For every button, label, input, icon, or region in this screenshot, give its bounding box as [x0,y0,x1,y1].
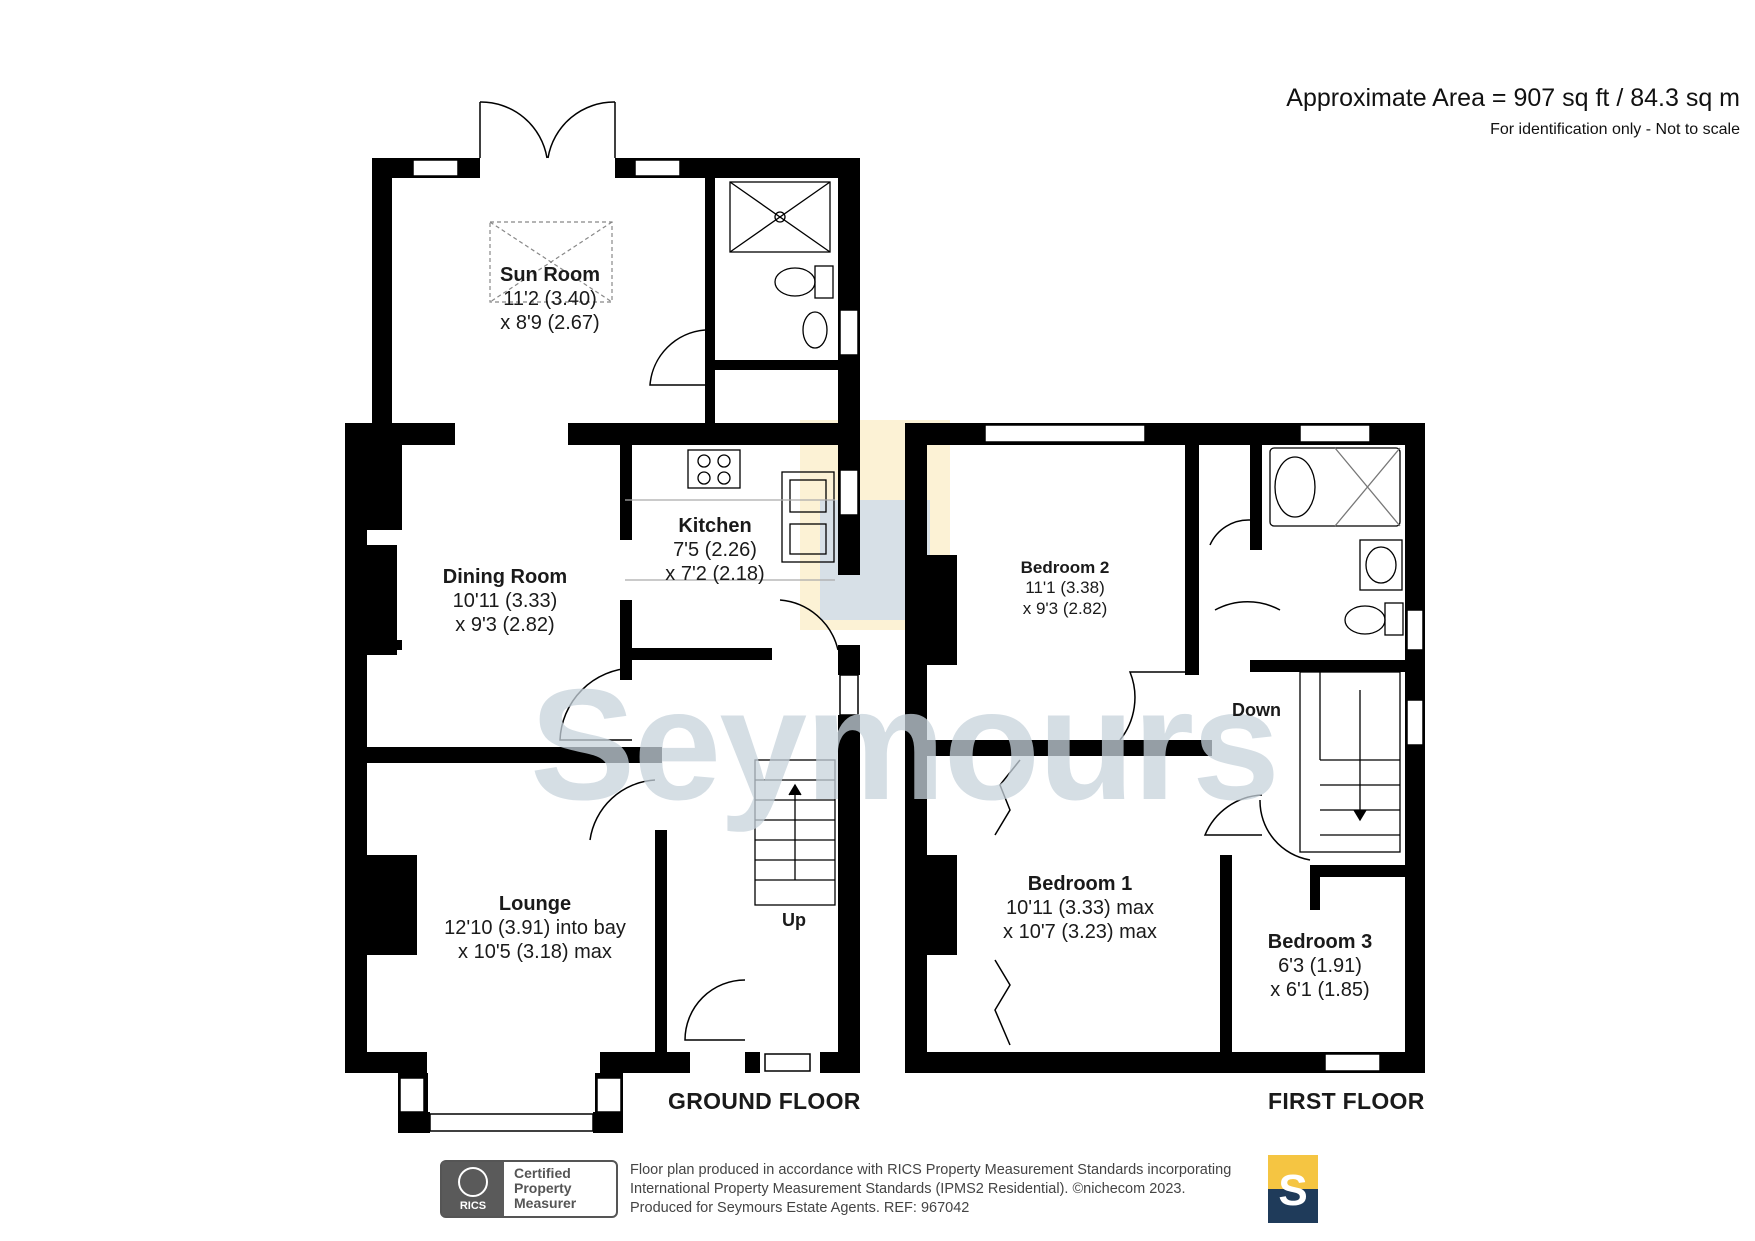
room-name: Lounge [498,893,572,915]
room-dim: 10'11 (3.33) [452,590,558,612]
watermark-text: Seymours [530,657,1280,833]
room-dim: 10'11 (3.33) max [1006,897,1154,919]
room-name: Bedroom 3 [1267,931,1373,953]
footer-text: Floor plan produced in accordance with R… [630,1161,1231,1218]
room-dim: 11'2 (3.40) [503,288,597,310]
ground-floor-windows [399,159,859,1132]
rics-badge-line: Property [514,1180,572,1196]
svg-text:S: S [1278,1166,1307,1215]
rics-badge-line: Certified [514,1165,571,1181]
rics-logo: RICS [442,1162,504,1216]
ground-stairs [754,759,836,906]
first-stairs [1299,671,1401,853]
stairs-up-label: Up [782,910,806,930]
room-bedroom-1: Bedroom 1 10'11 (3.33) max x 10'7 (3.23)… [980,872,1180,944]
room-bedroom-2: Bedroom 2 11'1 (3.38) x 9'3 (2.82) [990,558,1140,619]
footer-line: International Property Measurement Stand… [630,1181,1186,1197]
kitchen-fixtures [625,449,835,581]
room-dim: x 8'9 (2.67) [500,312,600,334]
room-kitchen: Kitchen 7'5 (2.26) x 7'2 (2.18) [645,514,785,586]
room-dim: x 10'7 (3.23) max [1003,921,1157,943]
room-name: Sun Room [500,264,600,286]
room-name: Kitchen [678,515,752,537]
roof-light [489,221,613,303]
ground-bathroom-fixtures [729,181,834,349]
room-dim: x 9'3 (2.82) [455,614,555,636]
room-dim: 12'10 (3.91) into bay [444,917,626,939]
rics-badge-line: Measurer [514,1195,577,1211]
area-title: Approximate Area = 907 sq ft / 84.3 sq m [1286,84,1740,112]
first-floor-windows [984,424,1424,1072]
first-floor-doors [994,519,1311,1046]
room-dim: x 6'1 (1.85) [1270,979,1370,1001]
ground-floor-walls [345,158,860,1133]
room-dim: 7'5 (2.26) [673,539,757,561]
room-dim: 11'1 (3.38) [1025,578,1105,598]
room-name: Bedroom 2 [1020,558,1110,577]
area-note: For identification only - Not to scale [1490,121,1740,138]
rics-emblem-icon [458,1166,488,1197]
rics-badge-text: Certified Property Measurer [504,1162,576,1216]
footer-line: Produced for Seymours Estate Agents. REF… [630,1200,970,1216]
stairs-down-label: Down [1232,700,1281,720]
room-name: Dining Room [442,566,568,588]
room-dim: x 10'5 (3.18) max [458,941,612,963]
room-name: Bedroom 1 [1027,873,1133,895]
first-floor-walls [905,423,1425,1073]
ground-floor-label: GROUND FLOOR [668,1088,861,1114]
ground-floor-doors [479,101,839,1041]
rics-logo-text: RICS [459,1199,487,1212]
room-dim: x 7'2 (2.18) [665,563,765,585]
brand-logo: S [1268,1155,1318,1223]
first-bathroom-fixtures [1269,447,1404,636]
room-dim: 6'3 (1.91) [1278,955,1362,977]
room-dim: x 9'3 (2.82) [1022,598,1108,618]
room-dining-room: Dining Room 10'11 (3.33) x 9'3 (2.82) [415,565,595,637]
footer-line: Floor plan produced in accordance with R… [630,1162,1232,1178]
rics-badge: RICS Certified Property Measurer [440,1160,618,1218]
first-floor-label: FIRST FLOOR [1268,1088,1425,1114]
room-lounge: Lounge 12'10 (3.91) into bay x 10'5 (3.1… [420,892,650,964]
room-sun-room: Sun Room 11'2 (3.40) x 8'9 (2.67) [470,263,630,335]
room-bedroom-3: Bedroom 3 6'3 (1.91) x 6'1 (1.85) [1240,930,1400,1002]
